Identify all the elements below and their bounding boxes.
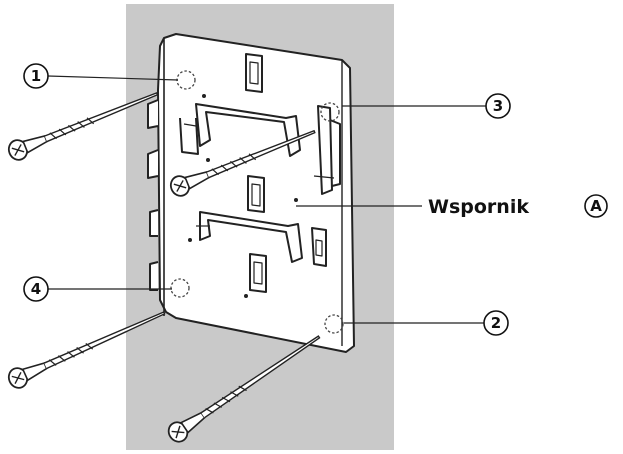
screw-icon [7,311,166,389]
circled-number-icon [23,63,49,89]
screw-icon [169,129,316,197]
callout-4-label: 4 [31,280,41,298]
circled-number-icon [485,93,511,119]
bracket-callout: Wspornik A [428,194,608,218]
screw-icon [167,335,321,443]
circled-letter-icon [584,194,608,218]
bracket-plate [147,33,355,353]
bracket-label: Wspornik [428,196,529,218]
screw-icon [7,91,159,161]
bracket-marker: A [590,197,602,215]
mounting-hole-icon [170,278,190,298]
callout-2: 2 [483,310,509,336]
callout-3: 3 [485,93,511,119]
mounting-holes [170,70,344,334]
callout-1: 1 [23,63,49,89]
circled-number-icon [23,276,49,302]
mounting-hole-icon [324,314,344,334]
callout-1-label: 1 [31,67,41,85]
mounting-hole-icon [320,102,340,122]
circled-number-icon [483,310,509,336]
callout-2-label: 2 [491,314,501,332]
callout-3-label: 3 [493,97,503,115]
leader-lines [47,75,486,324]
callout-4: 4 [23,276,49,302]
